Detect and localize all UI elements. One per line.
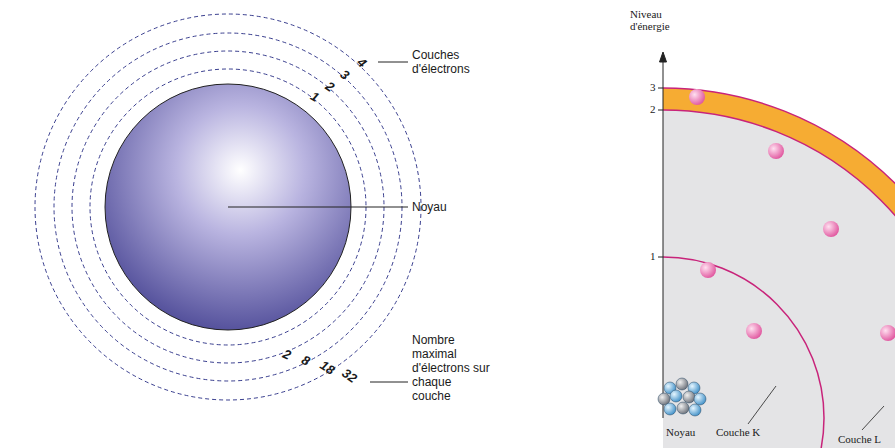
- callout-label: Nombre maximal d'électrons sur chaque co…: [412, 333, 492, 403]
- callout-label: Noyau: [412, 200, 447, 214]
- part-label: Couche K: [716, 426, 760, 438]
- part-label: Noyau: [666, 426, 695, 438]
- axis-title: Niveau d'énergie: [630, 8, 700, 32]
- nucleus-cluster: [658, 378, 706, 416]
- callout-label: Couches d'électrons: [412, 48, 492, 76]
- leader-lines: [748, 386, 884, 430]
- capacity-number: 2: [280, 347, 292, 363]
- level-number: 3: [650, 80, 656, 94]
- shell-number: 2: [323, 79, 337, 95]
- energy-axis: [658, 52, 667, 418]
- capacity-number: 8: [299, 353, 312, 369]
- electrons: [689, 89, 895, 341]
- shell-number: 1: [308, 89, 321, 105]
- capacity-number: 18: [317, 358, 337, 378]
- electron-shells: [35, 14, 421, 400]
- energy-levels: [663, 88, 895, 448]
- capacity-number: 32: [339, 366, 359, 386]
- shell-number: 4: [354, 55, 369, 70]
- part-label: Couche L: [838, 433, 881, 445]
- shell-number: 3: [337, 67, 351, 82]
- level-number: 2: [650, 102, 656, 116]
- leader-lines: [228, 62, 408, 382]
- level-number: 1: [650, 249, 656, 263]
